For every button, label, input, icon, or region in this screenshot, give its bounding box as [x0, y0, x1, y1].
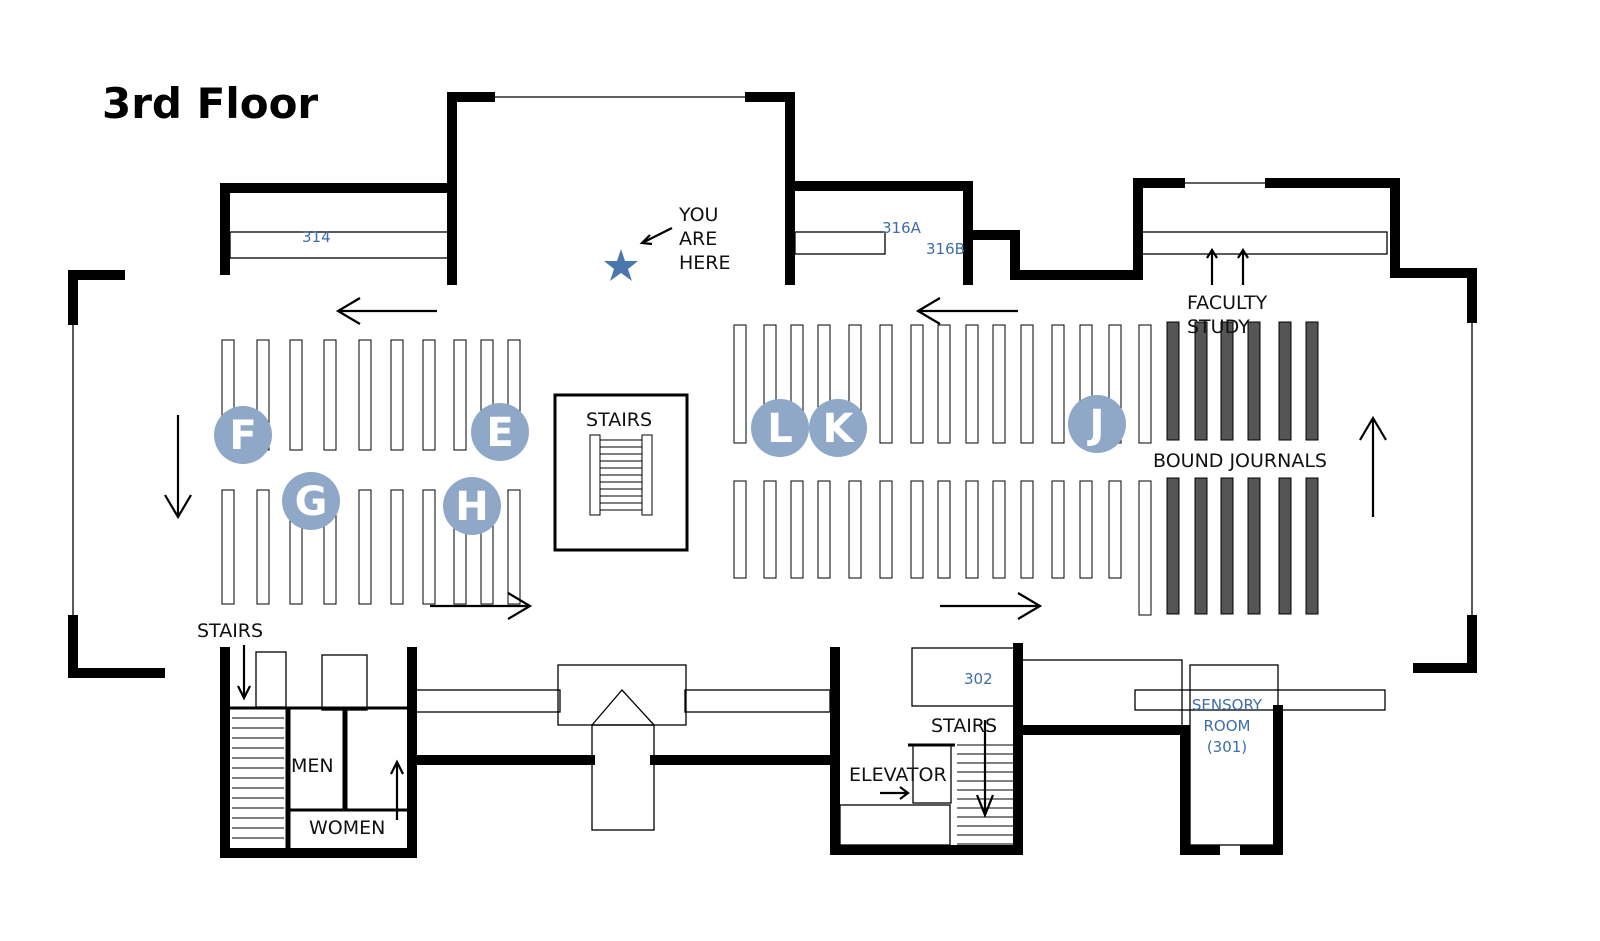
- section-marker-k[interactable]: K: [809, 399, 867, 457]
- women-restroom-label: WOMEN: [309, 817, 385, 839]
- shelf: [453, 339, 467, 451]
- stairs-left-label: STAIRS: [197, 620, 263, 642]
- section-marker-f[interactable]: F: [214, 406, 272, 464]
- shelf: [1108, 480, 1122, 579]
- direction-arrows: [164, 227, 1387, 820]
- shelf: [879, 324, 893, 444]
- marker-circle: [443, 477, 501, 535]
- shelf: [965, 480, 979, 579]
- shelf: [1138, 324, 1152, 444]
- shelf: [937, 480, 951, 579]
- section-marker-j[interactable]: J: [1068, 395, 1126, 453]
- stair-rail: [589, 434, 601, 516]
- marker-letter: H: [455, 484, 488, 530]
- shelf: [1278, 477, 1292, 615]
- shelf: [256, 489, 270, 605]
- shelf: [965, 324, 979, 444]
- marker-letter: E: [486, 410, 513, 456]
- shelf: [1051, 324, 1065, 444]
- room-314: 314: [302, 228, 331, 246]
- star-icon: [604, 249, 638, 281]
- shelf: [910, 324, 924, 444]
- shelf: [1051, 480, 1065, 579]
- marker-letter: F: [229, 413, 256, 459]
- marker-circle: [809, 399, 867, 457]
- shelf: [1247, 477, 1261, 615]
- room-316a: 316A: [882, 219, 922, 237]
- shelf: [1020, 480, 1034, 579]
- section-marker-h[interactable]: H: [443, 477, 501, 535]
- faculty-study-label: STUDY: [1187, 316, 1250, 338]
- marker-circle: [214, 406, 272, 464]
- bound-journals-label: BOUND JOURNALS: [1153, 450, 1327, 472]
- shelf: [289, 339, 303, 451]
- marker-circle: [751, 399, 809, 457]
- shelf: [422, 339, 436, 451]
- shelf: [390, 339, 404, 451]
- shelf: [1166, 477, 1180, 615]
- shelf: [1305, 477, 1319, 615]
- you-are-here-label: HERE: [679, 252, 731, 274]
- elevator-label: ELEVATOR: [849, 764, 947, 786]
- shelf: [1278, 321, 1292, 441]
- room-302: 302: [964, 670, 993, 688]
- shelf: [848, 480, 862, 579]
- shelf: [733, 324, 747, 444]
- floor-title: 3rd Floor: [102, 79, 318, 128]
- marker-circle: [471, 403, 529, 461]
- marker-circle: [1068, 395, 1126, 453]
- shelf: [1166, 321, 1180, 441]
- shelf: [992, 324, 1006, 444]
- stair-treads: [232, 434, 1014, 845]
- marker-letter: G: [295, 479, 328, 525]
- shelf: [221, 489, 235, 605]
- marker-circle: [282, 472, 340, 530]
- walls: [68, 92, 1477, 858]
- shelf: [1138, 480, 1152, 616]
- shelf: [1305, 321, 1319, 441]
- shelf: [1220, 477, 1234, 615]
- shelf: [422, 489, 436, 605]
- section-marker-e[interactable]: E: [471, 403, 529, 461]
- section-marker-g[interactable]: G: [282, 472, 340, 530]
- room-316b: 316B: [926, 240, 965, 258]
- sensory-room-label: ROOM: [1204, 717, 1251, 735]
- shelf: [790, 480, 804, 579]
- shelf: [937, 324, 951, 444]
- you-are-here-label: YOU: [678, 204, 718, 226]
- shelf: [390, 489, 404, 605]
- stairs-right-label: STAIRS: [931, 715, 997, 737]
- men-restroom-label: MEN: [291, 755, 334, 777]
- shelf: [1194, 321, 1208, 441]
- shelf: [358, 489, 372, 605]
- marker-letter: K: [823, 406, 856, 452]
- shelf: [323, 339, 337, 451]
- faculty-study-label: FACULTY: [1187, 292, 1268, 314]
- shelf: [1079, 480, 1093, 579]
- shelf: [507, 489, 521, 605]
- bookshelves: [221, 321, 1319, 616]
- sensory-room-label: (301): [1207, 738, 1247, 756]
- sensory-room-label: SENSORY: [1192, 696, 1263, 714]
- shelf: [358, 339, 372, 451]
- marker-letter: L: [767, 406, 793, 452]
- shelf: [1194, 477, 1208, 615]
- shelf: [879, 480, 893, 579]
- you-are-here-label: ARE: [679, 228, 717, 250]
- section-marker-l[interactable]: L: [751, 399, 809, 457]
- shelf: [733, 480, 747, 579]
- stairs-center-label: STAIRS: [586, 409, 652, 431]
- shelf: [817, 480, 831, 579]
- stair-rail: [641, 434, 653, 516]
- shelf: [763, 480, 777, 579]
- shelf: [1247, 321, 1261, 441]
- shelf: [992, 480, 1006, 579]
- marker-letter: J: [1087, 402, 1105, 448]
- shelf: [1020, 324, 1034, 444]
- shelf: [910, 480, 924, 579]
- shelf: [1220, 321, 1234, 441]
